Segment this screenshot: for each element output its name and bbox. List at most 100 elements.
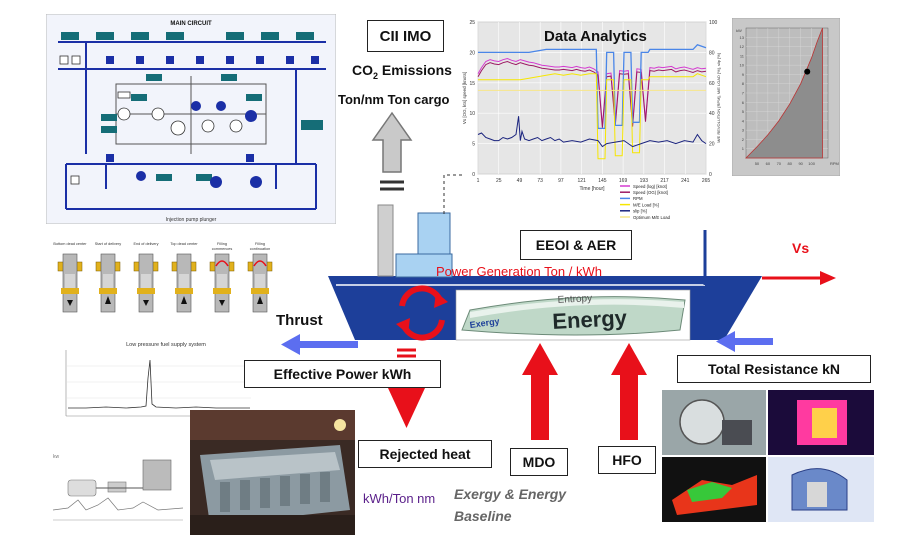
load-y-tick: 6 <box>742 100 745 105</box>
injection-plunger-illustration: Bottom dead center Start of delivery End o… <box>53 242 273 313</box>
fuel-plot-title: Low pressure fuel supply system <box>126 342 206 348</box>
y2-tick-label: 20 <box>709 142 715 148</box>
load-x-tick: 90 <box>798 161 803 166</box>
legend-entry: RPM <box>633 196 643 201</box>
exergy-baseline-line2: Baseline <box>454 508 512 524</box>
kwh-ton-nm-label: kWh/Ton nm <box>363 491 436 506</box>
svg-text:kw: kw <box>53 454 60 460</box>
ton-nm-label: Ton/nm Ton cargo <box>338 92 450 107</box>
x-tick-label: 145 <box>598 178 607 184</box>
y-tick-label: 15 <box>469 81 475 87</box>
analytics-plot-area <box>477 21 707 175</box>
plunger-caption: Filling <box>217 242 227 246</box>
y-tick-label: 20 <box>469 50 475 56</box>
effective-power-box: Effective Power kWh <box>244 360 441 388</box>
legend-entry: slip [%] <box>633 209 647 214</box>
load-y-axis-label: kW <box>736 28 742 33</box>
main-circuit-caption: Injection pump plunger <box>166 217 217 223</box>
load-y-tick: 3 <box>742 128 745 133</box>
legend-entry: M/E Load [%] <box>633 202 659 207</box>
hfo-arrow <box>611 343 647 440</box>
x-tick-label: 217 <box>660 178 669 184</box>
load-y-tick: 4 <box>742 118 745 123</box>
load-y-tick: 13 <box>740 35 745 40</box>
y-tick-label: 10 <box>469 111 475 117</box>
entropy-text: Entropy <box>557 293 592 306</box>
rejected-heat-label: Rejected heat <box>379 446 471 462</box>
load-y-tick: 8 <box>742 81 745 86</box>
mdo-arrow <box>522 343 558 440</box>
exergy-baseline-line1: Exergy & Energy <box>454 486 567 502</box>
thrust-label: Thrust <box>276 312 323 329</box>
x-axis-label: Time [hour] <box>579 186 605 192</box>
plunger-caption: Top dead center <box>170 242 198 246</box>
vs-label: Vs <box>792 240 810 256</box>
plunger-caption: Start of delivery <box>95 242 121 246</box>
plunger-caption: Filling <box>255 242 265 246</box>
y2-tick-label: 40 <box>709 111 715 117</box>
ship-bridge-lower <box>395 253 453 278</box>
mdo-label: MDO <box>522 454 556 470</box>
plunger-caption: End of delivery <box>133 242 158 246</box>
load-y-tick: 5 <box>742 109 745 114</box>
load-y-tick: 10 <box>740 63 745 68</box>
eeoi-aer-label: EEOI & AER <box>535 237 617 253</box>
y2-axis-label: M/E REVOLUTION [RPM], M/E LOAD [%], slip… <box>716 53 721 143</box>
y-tick-label: 5 <box>472 142 475 148</box>
main-circuit-diagram: MAIN CIRCUIT <box>46 14 336 224</box>
exergy-text: Exergy <box>469 316 500 330</box>
series-line <box>477 57 707 126</box>
ship-bridge-upper <box>417 212 451 256</box>
load-y-tick: 2 <box>742 137 745 142</box>
plunger-stage: End of delivery <box>133 242 159 313</box>
effective-power-label: Effective Power kWh <box>273 366 412 382</box>
power-generation-label: Power Generation Ton / kWh <box>436 264 602 279</box>
x-tick-label: 169 <box>619 178 628 184</box>
eeoi-aer-box: EEOI & AER <box>520 230 632 260</box>
load-y-tick: 9 <box>742 72 745 77</box>
total-resistance-box: Total Resistance kN <box>677 355 871 383</box>
x-tick-label: 25 <box>496 178 502 184</box>
hfo-box: HFO <box>598 446 656 474</box>
x-tick-label: 73 <box>537 178 543 184</box>
recycle-icon <box>396 285 448 341</box>
resistance-arrow <box>716 331 773 352</box>
operating-point <box>804 68 811 75</box>
vs-arrow <box>762 271 836 285</box>
series-line <box>477 116 707 148</box>
x-tick-label: 121 <box>577 178 586 184</box>
load-x-tick: 70 <box>777 161 782 166</box>
energy-text: Energy <box>552 305 629 334</box>
plunger-stage: Start of delivery <box>95 242 121 313</box>
plunger-stage: Top dead center <box>170 242 198 313</box>
series-line <box>478 73 707 160</box>
data-analytics-title: Data Analytics <box>544 28 647 45</box>
propeller-photos-collage <box>662 390 874 522</box>
legend-entry: Optimum M/E Load <box>633 215 671 220</box>
plunger-caption: Bottom dead center <box>53 242 87 246</box>
x-tick-label: 241 <box>681 178 690 184</box>
load-y-tick: 7 <box>742 91 745 96</box>
cii-imo-box: CII IMO <box>367 20 444 52</box>
y-tick-label: 0 <box>472 172 475 178</box>
cii-imo-label: CII IMO <box>379 27 432 45</box>
x-tick-label: 49 <box>517 178 523 184</box>
legend-entry: Speed (log) [knot] <box>633 184 667 189</box>
load-x-tick: 80 <box>788 161 793 166</box>
load-x-tick: 50 <box>755 161 760 166</box>
main-circuit-title: MAIN CIRCUIT <box>170 21 212 27</box>
plunger-stage: Bottom dead center <box>53 242 87 313</box>
mdo-box: MDO <box>510 448 568 476</box>
series-line <box>477 60 707 128</box>
load-x-tick: 60 <box>766 161 771 166</box>
plunger-caption: commences <box>212 247 233 251</box>
y-axis-label: Vs [OG, kts] speed [knots] <box>462 72 467 124</box>
engine-sketch: kw <box>52 454 184 521</box>
marine-engine-photo <box>190 410 355 535</box>
x-tick-label: 193 <box>640 178 649 184</box>
series-line <box>478 44 707 130</box>
